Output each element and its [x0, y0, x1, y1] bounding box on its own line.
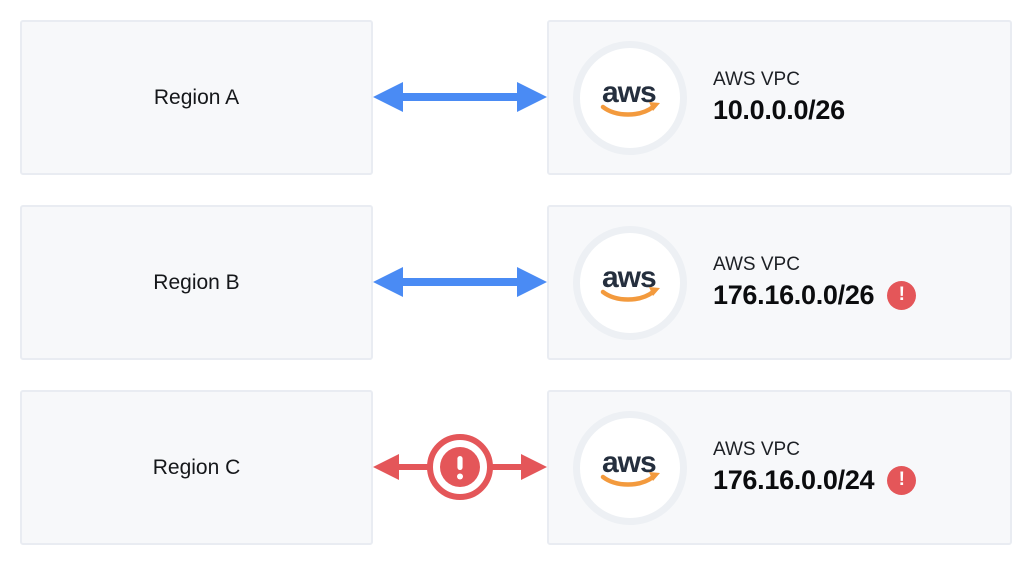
aws-logo-icon: aws: [573, 225, 687, 340]
aws-wordmark: aws: [600, 446, 660, 487]
vpc-label: AWS VPC: [713, 439, 800, 460]
svg-text:aws: aws: [602, 261, 656, 294]
vpc-text-block: AWS VPC 10.0.0.0/26: [713, 69, 845, 126]
row-region-c: Region C aws AWS VPC 176: [0, 390, 1032, 545]
vpc-text-block: AWS VPC 176.16.0.0/26 !: [713, 254, 917, 311]
vpc-card-a: aws AWS VPC 10.0.0.0/26: [547, 20, 1012, 175]
row-region-a: Region A aws AWS VPC 10.0.0.0/26: [0, 20, 1032, 175]
vpc-cidr: 176.16.0.0/26: [713, 280, 875, 310]
aws-logo-icon: aws: [573, 40, 687, 155]
aws-wordmark: aws: [600, 76, 660, 117]
bidirectional-arrow-icon: [373, 267, 547, 297]
svg-text:aws: aws: [602, 76, 656, 109]
error-icon: !: [887, 281, 917, 310]
aws-logo-icon: aws: [573, 410, 687, 525]
vpc-card-b: aws AWS VPC 176.16.0.0/26 !: [547, 205, 1012, 360]
svg-text:aws: aws: [602, 446, 656, 479]
region-box-a: Region A: [20, 20, 373, 175]
bidirectional-arrow-icon: [373, 82, 547, 112]
vpc-card-c: aws AWS VPC 176.16.0.0/24 !: [547, 390, 1012, 545]
vpc-cidr: 10.0.0.0/26: [713, 95, 845, 125]
vpc-cidr-line: 176.16.0.0/24 !: [713, 465, 917, 496]
region-box-b: Region B: [20, 205, 373, 360]
vpc-cidr-line: 10.0.0.0/26: [713, 95, 845, 126]
region-label: Region C: [152, 455, 241, 479]
region-label: Region B: [153, 270, 240, 294]
region-label: Region A: [153, 85, 240, 109]
bidirectional-arrow-error-icon: [373, 434, 547, 500]
vpc-cidr-line: 176.16.0.0/26 !: [713, 280, 917, 311]
aws-wordmark: aws: [600, 261, 660, 302]
vpc-label: AWS VPC: [713, 254, 800, 275]
row-region-b: Region B aws AWS VPC 176.16.0.0/26 !: [0, 205, 1032, 360]
vpc-text-block: AWS VPC 176.16.0.0/24 !: [713, 439, 917, 496]
region-box-c: Region C: [20, 390, 373, 545]
error-icon: !: [887, 466, 917, 495]
vpc-label: AWS VPC: [713, 69, 800, 90]
vpc-cidr: 176.16.0.0/24: [713, 465, 875, 495]
